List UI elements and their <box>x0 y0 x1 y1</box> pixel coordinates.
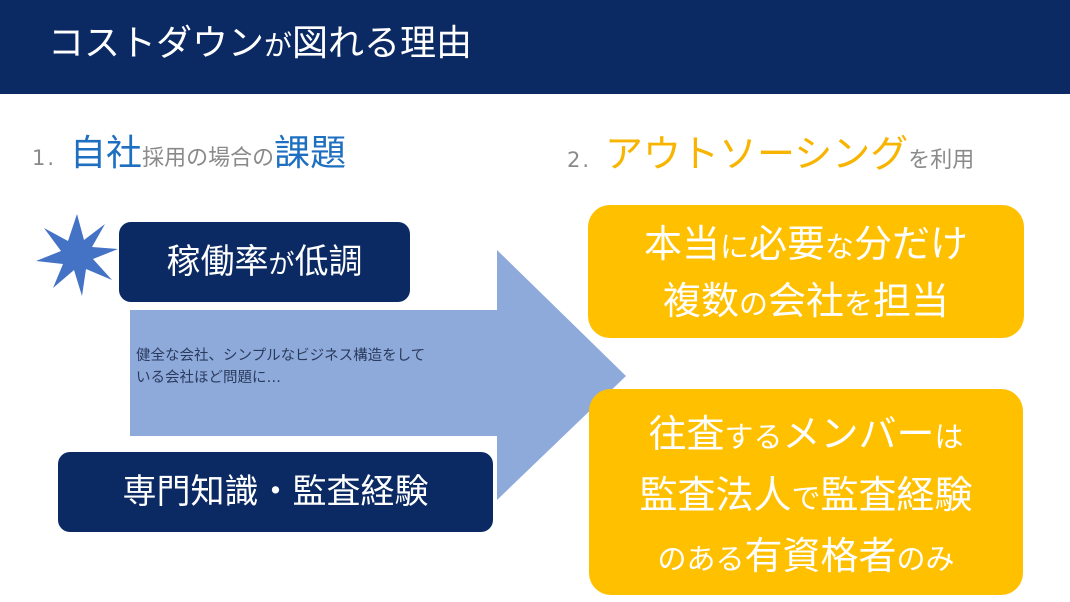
heading-text: 採用の場合の <box>142 146 275 171</box>
section-number: 2. <box>567 148 592 172</box>
issue-text: 低調 <box>294 242 363 282</box>
benefit-line: のある有資格者のみ <box>657 534 955 578</box>
benefit-shared-resources: 本当に必要な分だけ 複数の会社を担当 <box>588 205 1024 338</box>
benefit-line: 監査法人で監査経験 <box>639 473 973 517</box>
arrow-caption-line: 健全な会社、シンプルなビジネス構造をして <box>136 348 426 364</box>
benefit-qualified-members: 往査するメンバーは 監査法人で監査経験 のある有資格者のみ <box>589 389 1023 595</box>
issue-low-utilization: 稼働率が低調 <box>119 222 410 302</box>
title-part: 図れる理由 <box>292 23 473 64</box>
title-part: が <box>264 29 293 62</box>
heading-emphasis: 自社 <box>70 133 143 174</box>
issue-text: 専門知識・監査経験 <box>122 472 429 512</box>
issue-text: 稼働率 <box>166 242 269 282</box>
right-section-heading: 2. アウトソーシングを利用 <box>567 126 974 182</box>
section-number: 1. <box>32 146 57 170</box>
issue-text: が <box>268 250 295 280</box>
heading-text: を利用 <box>908 148 975 173</box>
benefit-line: 往査するメンバーは <box>648 412 964 456</box>
heading-emphasis: 課題 <box>274 133 347 174</box>
slide-title: コストダウンが図れる理由 <box>48 20 472 70</box>
heading-emphasis: アウトソーシング <box>605 132 909 176</box>
benefit-line: 本当に必要な分だけ <box>643 222 969 266</box>
arrow-caption: 健全な会社、シンプルなビジネス構造をして いる会社ほど問題に… <box>136 345 536 389</box>
left-section-heading: 1. 自社採用の場合の課題 <box>32 126 346 182</box>
benefit-line: 複数の会社を担当 <box>662 279 950 323</box>
title-bar: コストダウンが図れる理由 <box>0 0 1070 94</box>
arrow-caption-line: いる会社ほど問題に… <box>136 370 281 386</box>
starburst-icon <box>36 214 118 296</box>
title-part: コストダウン <box>48 23 265 64</box>
issue-expertise: 専門知識・監査経験 <box>58 452 493 532</box>
